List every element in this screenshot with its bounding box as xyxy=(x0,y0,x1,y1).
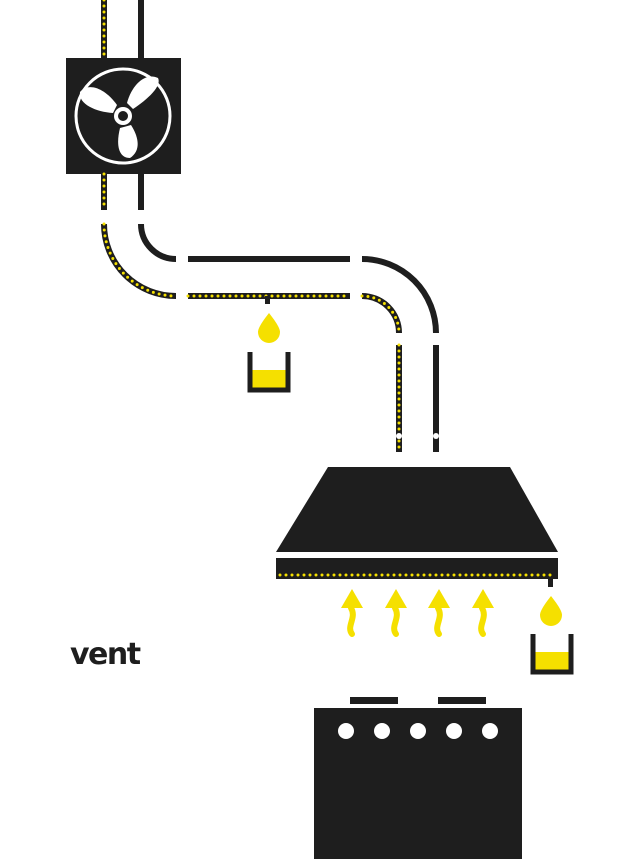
duct-elbow-left xyxy=(101,222,178,299)
exhaust-fan xyxy=(66,58,181,174)
oil-drop-icon xyxy=(540,596,562,626)
heat-arrow-icon xyxy=(341,589,363,637)
range-hood xyxy=(276,467,558,587)
heat-arrow-icon xyxy=(472,589,494,637)
duct-top xyxy=(101,0,144,60)
duct-to-hood xyxy=(396,343,439,454)
heat-arrow-icon xyxy=(385,589,407,637)
duct-below-fan xyxy=(101,172,144,212)
duct-elbow-right xyxy=(360,256,439,335)
stove xyxy=(314,697,522,859)
stove-knob-icon xyxy=(446,723,462,739)
grease-cup-icon xyxy=(247,352,291,393)
heat-arrows xyxy=(341,589,494,637)
brand-logo: vent xyxy=(70,637,141,672)
stove-knob-icon xyxy=(338,723,354,739)
stove-burner-left xyxy=(350,697,398,704)
oil-drop-icon xyxy=(258,313,280,343)
grease-cup-icon xyxy=(530,634,574,675)
stove-knob-icon xyxy=(374,723,390,739)
stove-knob-icon xyxy=(410,723,426,739)
heat-arrow-icon xyxy=(428,589,450,637)
stove-knob-icon xyxy=(482,723,498,739)
stove-burner-right xyxy=(438,697,486,704)
fan-icon xyxy=(74,67,172,165)
duct-horizontal xyxy=(186,256,352,304)
